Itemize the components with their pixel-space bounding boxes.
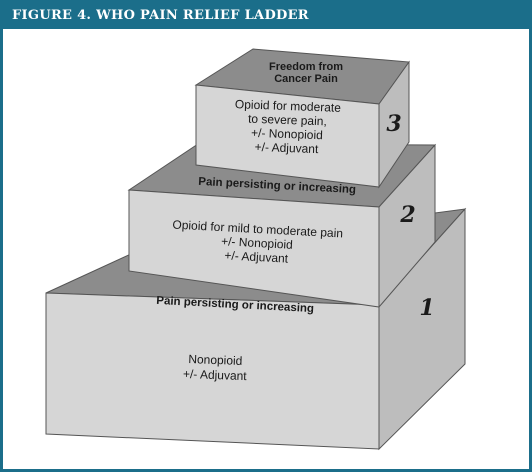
step1-number: 1 [419, 295, 434, 321]
figure-header: FIGURE 4. WHO PAIN RELIEF LADDER [3, 3, 529, 29]
goal-label-line1: Freedom from [269, 61, 343, 73]
goal-label-line2: Cancer Pain [274, 73, 338, 85]
step3-text-group: Opioid for moderate to severe pain, +/- … [235, 97, 342, 156]
pain-ladder-diagram: Freedom from Cancer Pain Opioid for mode… [45, 48, 467, 451]
step3-number: 3 [386, 111, 401, 137]
step1-line2: +/- Adjuvant [183, 367, 248, 383]
step2-front-face [128, 189, 380, 308]
step2-line3: +/- Adjuvant [224, 248, 289, 265]
step2-number: 2 [399, 202, 415, 228]
step1-text-group: Nonopioid +/- Adjuvant [183, 352, 248, 383]
step1-front-face [45, 292, 380, 450]
step1-line1: Nonopioid [188, 352, 243, 368]
figure-title: FIGURE 4. WHO PAIN RELIEF LADDER [12, 8, 309, 23]
step3-front-face [195, 84, 380, 188]
step3-line3: +/- Nonopioid [251, 126, 323, 142]
step3-line1: Opioid for moderate [235, 97, 342, 115]
step3-line4: +/- Adjuvant [254, 140, 319, 156]
step3-line2: to severe pain, [248, 112, 327, 129]
step2-line2: +/- Nonopioid [221, 234, 293, 252]
